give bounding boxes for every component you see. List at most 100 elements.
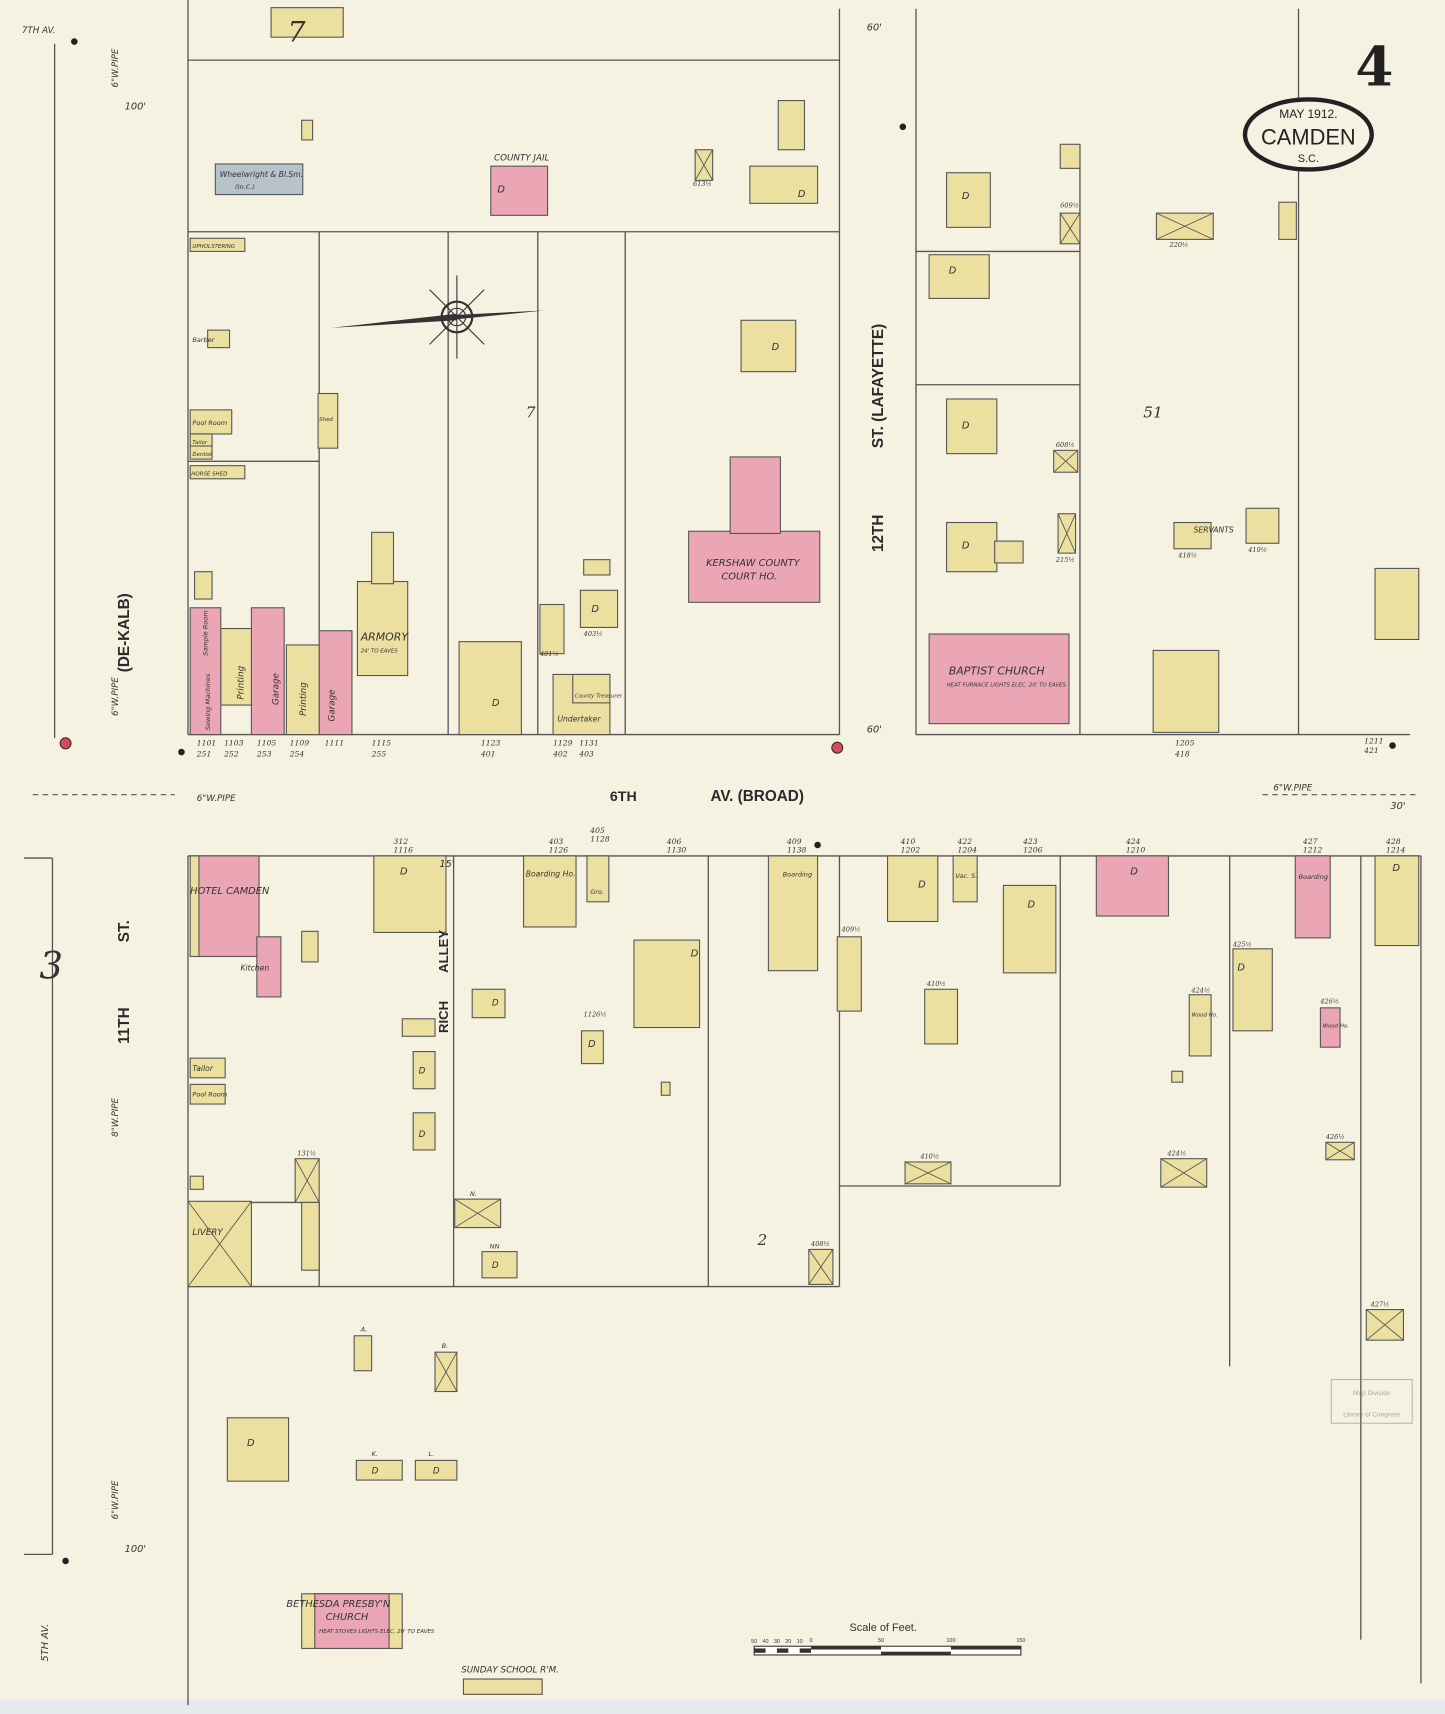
open-shed-cross-mark bbox=[434, 1351, 458, 1392]
building-label: Gro. bbox=[590, 888, 604, 896]
scale-tick-label: 0 bbox=[810, 1638, 813, 1644]
street-address-number: 1211 bbox=[1364, 736, 1383, 745]
building-label: D bbox=[949, 265, 957, 276]
street-address-number: 1130 bbox=[667, 846, 687, 855]
water-pipe-label: 6"W.PIPE bbox=[197, 794, 236, 804]
street-address-number: 425½ bbox=[1232, 941, 1252, 949]
frame-building bbox=[539, 603, 565, 655]
street-address-number: 405 bbox=[589, 826, 605, 835]
building-label: D bbox=[962, 541, 970, 552]
street-address-number: 402 bbox=[552, 749, 568, 758]
frame-building bbox=[887, 855, 939, 923]
street-address-number: 215½ bbox=[1055, 556, 1075, 564]
street-address-number: 421 bbox=[1363, 746, 1379, 755]
adjacent-sheet-number: 3 bbox=[39, 944, 63, 987]
scale-title: Scale of Feet. bbox=[849, 1622, 916, 1634]
street-address-number: 1105 bbox=[257, 739, 277, 748]
frame-building bbox=[580, 1030, 604, 1065]
brick-building bbox=[688, 530, 821, 603]
street-address-number: 424½ bbox=[1166, 1149, 1186, 1157]
street-address-number: 1115 bbox=[372, 739, 392, 748]
building-label: D bbox=[419, 1130, 426, 1140]
building-label: D bbox=[1130, 866, 1138, 877]
brick-building bbox=[928, 633, 1070, 725]
frame-building bbox=[836, 936, 862, 1012]
street-address-number: 418 bbox=[1174, 749, 1190, 758]
scale-tick-label: 50 bbox=[751, 1639, 757, 1645]
building-label: Barber bbox=[192, 336, 215, 344]
open-shed-cross-mark bbox=[1053, 450, 1079, 473]
street-12th-name: ST. (LAFAYETTE) bbox=[870, 324, 887, 448]
frame-building bbox=[1374, 567, 1420, 641]
street-address-number: 1101 bbox=[197, 739, 216, 748]
valve-icon bbox=[1389, 742, 1396, 749]
brick-building bbox=[1095, 855, 1170, 917]
frame-building bbox=[285, 644, 320, 736]
frame-building bbox=[777, 100, 806, 151]
building-label: Boarding bbox=[1299, 873, 1328, 881]
street-12th-number: 12TH bbox=[870, 515, 887, 552]
hydrant-icon bbox=[831, 741, 844, 754]
frame-building bbox=[579, 589, 619, 628]
hydrants bbox=[59, 38, 1396, 1565]
building-label: D bbox=[772, 342, 780, 353]
sheet-number: 4 bbox=[1355, 34, 1393, 98]
building-label: D bbox=[918, 880, 926, 891]
street-address-number: 1123 bbox=[481, 739, 501, 748]
building-label: A. bbox=[360, 1325, 368, 1333]
brick-building bbox=[256, 936, 282, 998]
street-address-number: 401 bbox=[480, 749, 496, 758]
building-labels: Wheelwright & Bl.Sm.(In.C.)COUNTY JAILUP… bbox=[190, 154, 1405, 1676]
frame-building bbox=[353, 1335, 373, 1372]
building-label: HORSE SHED bbox=[191, 472, 227, 478]
building-label: D bbox=[962, 191, 970, 202]
street-address-number: 1212 bbox=[1303, 846, 1323, 855]
dimension-label: 100' bbox=[125, 101, 146, 112]
street-11th-number: 11TH bbox=[116, 1007, 133, 1044]
frame-building bbox=[356, 580, 409, 677]
open-shed-cross-mark bbox=[1366, 1309, 1404, 1341]
building-label: D bbox=[1393, 863, 1401, 874]
building-label: D bbox=[1027, 899, 1035, 910]
building-label: Printing bbox=[299, 682, 309, 716]
frame-building bbox=[660, 1081, 671, 1096]
water-pipe-label: 8"W.PIPE bbox=[111, 1097, 121, 1136]
building-label: Tailor bbox=[192, 440, 207, 446]
building-label: Sewing Machines bbox=[204, 673, 212, 730]
rich-alley-a: RICH bbox=[436, 1001, 451, 1033]
open-shed-cross-mark bbox=[694, 149, 714, 181]
street-address-number: 406 bbox=[666, 837, 682, 846]
frame-building bbox=[994, 540, 1024, 564]
building-label: Wood Ho. bbox=[1323, 1024, 1350, 1030]
frame-building bbox=[462, 1678, 543, 1695]
open-shed-cross-mark bbox=[454, 1198, 501, 1228]
brick-building bbox=[198, 855, 260, 958]
building-label: D bbox=[400, 866, 408, 877]
frame-building bbox=[946, 521, 998, 573]
frame-building bbox=[189, 445, 213, 460]
street-address-number: 408½ bbox=[810, 1240, 830, 1248]
building-label: HEAT STOVES LIGHTS ELEC. 20' TO EAVES bbox=[319, 1629, 435, 1635]
frame-building bbox=[226, 1417, 290, 1482]
dimension-label: 60' bbox=[867, 23, 882, 34]
scale-tick-label: 40 bbox=[763, 1639, 769, 1645]
dimension-label: 15' bbox=[439, 859, 454, 870]
building-label: D bbox=[433, 1467, 440, 1477]
frame-building bbox=[301, 930, 319, 963]
frame-building bbox=[189, 465, 246, 480]
building-label: Dentist bbox=[192, 452, 213, 458]
cartouche-state: S.C. bbox=[1298, 153, 1319, 165]
frame-building bbox=[317, 392, 339, 449]
building-label: Kitchen bbox=[240, 964, 269, 973]
street-address-number: 253 bbox=[256, 749, 272, 758]
valve-icon bbox=[71, 38, 78, 45]
frame-building bbox=[924, 988, 959, 1045]
building-label: Tailor bbox=[192, 1064, 213, 1073]
building-label: CHURCH bbox=[326, 1612, 369, 1623]
valve-icon bbox=[814, 841, 821, 849]
open-shed-cross-mark bbox=[1057, 513, 1076, 554]
building-label: B. bbox=[442, 1342, 449, 1350]
street-address-number: 423 bbox=[1022, 837, 1038, 846]
street-address-number: 1126½ bbox=[584, 1011, 607, 1019]
